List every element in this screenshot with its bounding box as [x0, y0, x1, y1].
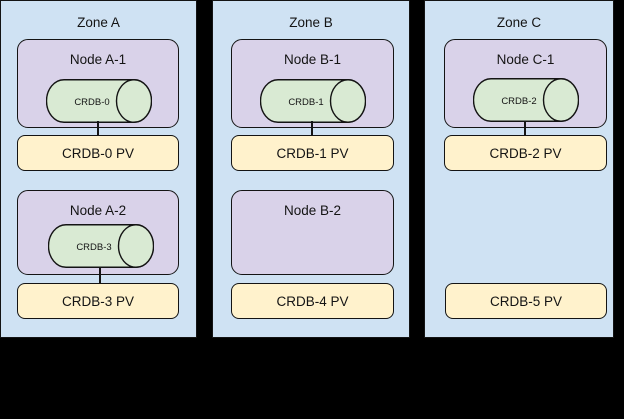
crdb-3-pv: CRDB-3 PV — [17, 283, 179, 319]
node-label: Node B-1 — [283, 52, 342, 67]
cylinder-label: CRDB-2 — [501, 96, 536, 107]
node-label: Node A-2 — [69, 203, 127, 218]
crdb-0-pv: CRDB-0 PV — [17, 135, 179, 171]
pv-label: CRDB-3 PV — [61, 293, 134, 309]
crdb-1-pv: CRDB-1 PV — [231, 135, 394, 171]
connector-crdb1-pv — [311, 121, 313, 136]
zone-label: Zone B — [289, 15, 333, 30]
cylinder-label: CRDB-3 — [76, 242, 111, 253]
connector-crdb0-pv — [97, 121, 99, 136]
node-b-2: Node B-2 — [231, 190, 394, 275]
crdb-2-pv: CRDB-2 PV — [444, 135, 607, 171]
pv-label: CRDB-2 PV — [489, 145, 562, 161]
node-label: Node B-2 — [283, 203, 342, 218]
cylinder-label: CRDB-1 — [288, 97, 323, 108]
cylinder-end-cap — [542, 78, 579, 122]
cylinder-end-cap — [329, 79, 366, 123]
node-a-2: Node A-2 CRDB-3 — [17, 190, 179, 275]
crdb-5-pv: CRDB-5 PV — [445, 283, 607, 319]
node-label: Node C-1 — [496, 52, 555, 67]
connector-crdb3-pv — [99, 267, 101, 284]
node-c-1: Node C-1 CRDB-2 — [444, 39, 607, 128]
node-b-1: Node B-1 CRDB-1 — [231, 39, 394, 128]
crdb-0-cylinder: CRDB-0 — [46, 79, 152, 123]
cylinder-label: CRDB-0 — [74, 97, 109, 108]
zone-c: Zone C Node C-1 CRDB-2 CRDB-2 PV CRDB-5 … — [424, 0, 614, 338]
zone-a: Zone A Node A-1 CRDB-0 CRDB-0 PV Node A-… — [0, 0, 197, 338]
connector-crdb2-pv — [524, 121, 526, 136]
pv-label: CRDB-4 PV — [276, 293, 349, 309]
node-a-1: Node A-1 CRDB-0 — [17, 39, 179, 128]
cylinder-end-cap — [117, 224, 154, 268]
crdb-3-cylinder: CRDB-3 — [48, 224, 154, 268]
pv-label: CRDB-5 PV — [489, 293, 562, 309]
cylinder-end-cap — [115, 79, 152, 123]
pv-label: CRDB-1 PV — [276, 145, 349, 161]
crdb-2-cylinder: CRDB-2 — [473, 78, 579, 122]
crdb-1-cylinder: CRDB-1 — [260, 79, 366, 123]
node-label: Node A-1 — [69, 52, 127, 67]
crdb-4-pv: CRDB-4 PV — [231, 283, 394, 319]
zone-label: Zone A — [77, 15, 120, 30]
zone-label: Zone C — [496, 15, 542, 30]
zone-b: Zone B Node B-1 CRDB-1 CRDB-1 PV Node B-… — [212, 0, 410, 338]
pv-label: CRDB-0 PV — [61, 145, 134, 161]
